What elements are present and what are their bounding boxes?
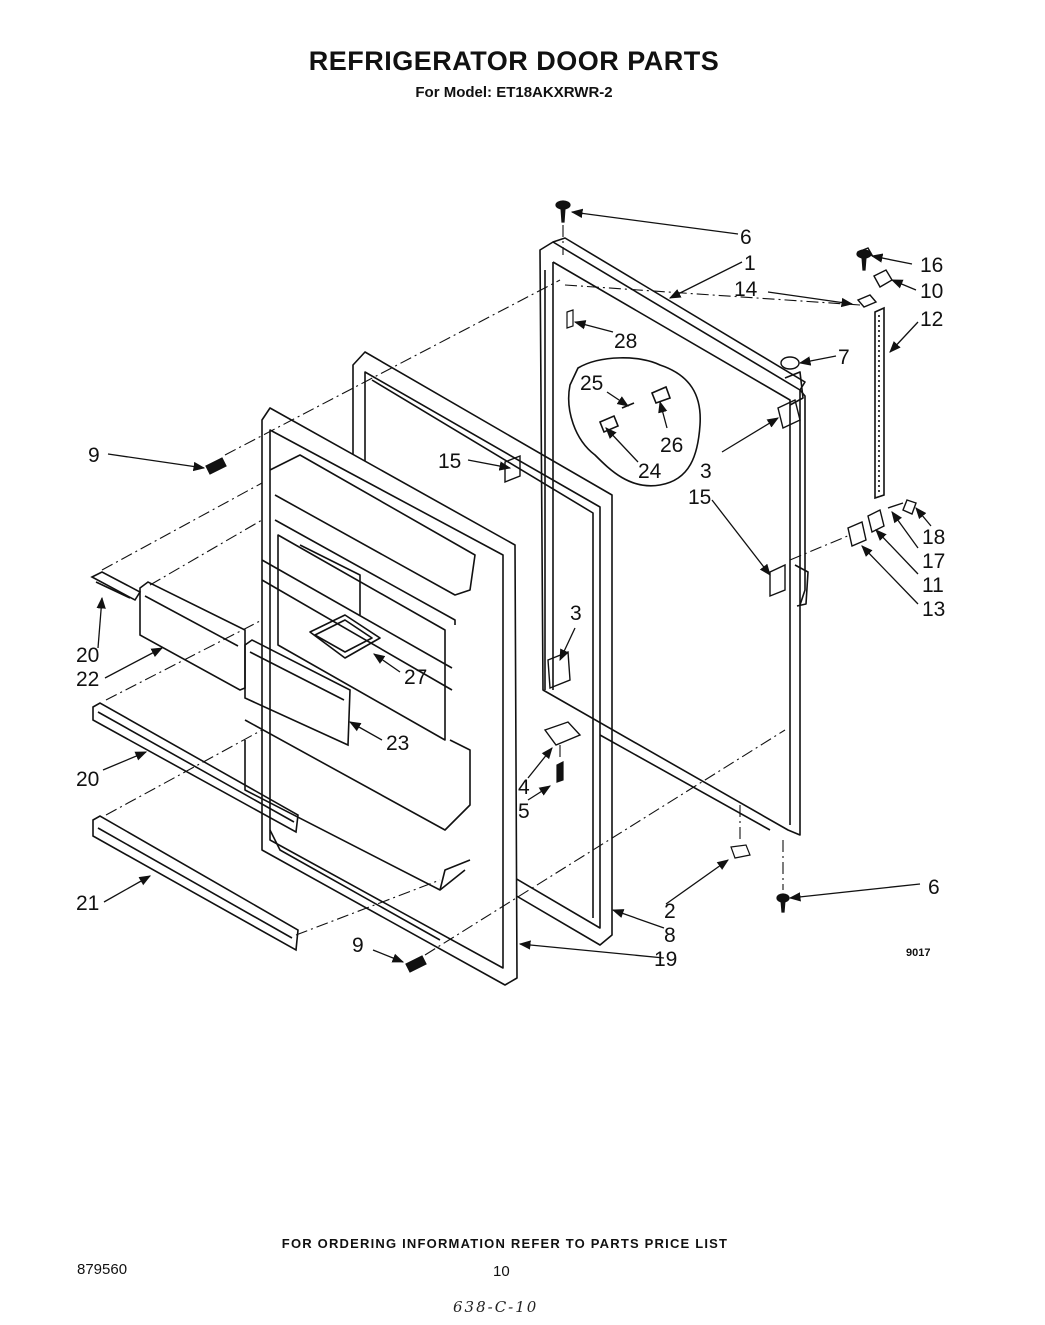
callout-28: 28	[614, 330, 637, 353]
callout-20-top: 20	[76, 644, 99, 667]
callout-15-left: 15	[438, 450, 461, 473]
callout-17: 17	[922, 550, 945, 573]
callout-6-top: 6	[740, 226, 752, 249]
screws	[205, 200, 872, 973]
handwritten-note: 638-C-10	[453, 1298, 539, 1316]
callout-16: 16	[920, 254, 943, 277]
callout-9-bottom: 9	[352, 934, 364, 957]
alignment-lines	[101, 225, 861, 956]
callout-6-bottom: 6	[928, 876, 940, 899]
callout-11: 11	[922, 574, 944, 597]
callout-3-top: 3	[700, 460, 712, 483]
callout-1: 1	[744, 252, 756, 275]
callout-26: 26	[660, 434, 683, 457]
callout-8: 8	[664, 924, 676, 947]
callout-12: 12	[920, 308, 943, 331]
callout-2: 2	[664, 900, 676, 923]
diagram-reference-code: 9017	[906, 947, 930, 959]
callout-24: 24	[638, 460, 662, 483]
callout-4: 4	[518, 776, 530, 799]
ordering-info-note: FOR ORDERING INFORMATION REFER TO PARTS …	[281, 1236, 729, 1251]
callout-23: 23	[386, 732, 409, 755]
outer-door-panel	[539, 237, 809, 836]
cutaway-detail	[567, 357, 701, 487]
callout-13: 13	[922, 598, 945, 621]
hinge-rod	[874, 306, 885, 500]
bin-front-22	[139, 581, 246, 691]
callout-19: 19	[654, 948, 677, 971]
callout-7: 7	[838, 346, 850, 369]
callout-9-top: 9	[88, 444, 100, 467]
shelf-bar-upper	[90, 571, 142, 602]
callout-20-bottom: 20	[76, 768, 99, 791]
callout-27: 27	[404, 666, 427, 689]
callout-5: 5	[518, 800, 530, 823]
model-subtitle: For Model: ET18AKXRWR-2	[415, 84, 613, 101]
callout-18: 18	[922, 526, 945, 549]
callout-10: 10	[920, 280, 943, 303]
shelf-bar-lower	[92, 702, 299, 834]
callout-25: 25	[580, 372, 603, 395]
callout-3-bottom: 3	[570, 602, 582, 625]
page-number: 10	[493, 1263, 510, 1280]
callout-22: 22	[76, 668, 99, 691]
callout-14: 14	[734, 278, 758, 301]
document-number: 879560	[77, 1261, 128, 1278]
callout-15-right: 15	[688, 486, 711, 509]
page-title: REFRIGERATOR DOOR PARTS	[308, 46, 720, 76]
inner-door-liner	[244, 407, 518, 986]
leader-arrows	[96, 208, 932, 963]
bottom-rail	[92, 815, 299, 952]
callout-21: 21	[76, 892, 99, 915]
bin-front-23	[244, 639, 351, 747]
